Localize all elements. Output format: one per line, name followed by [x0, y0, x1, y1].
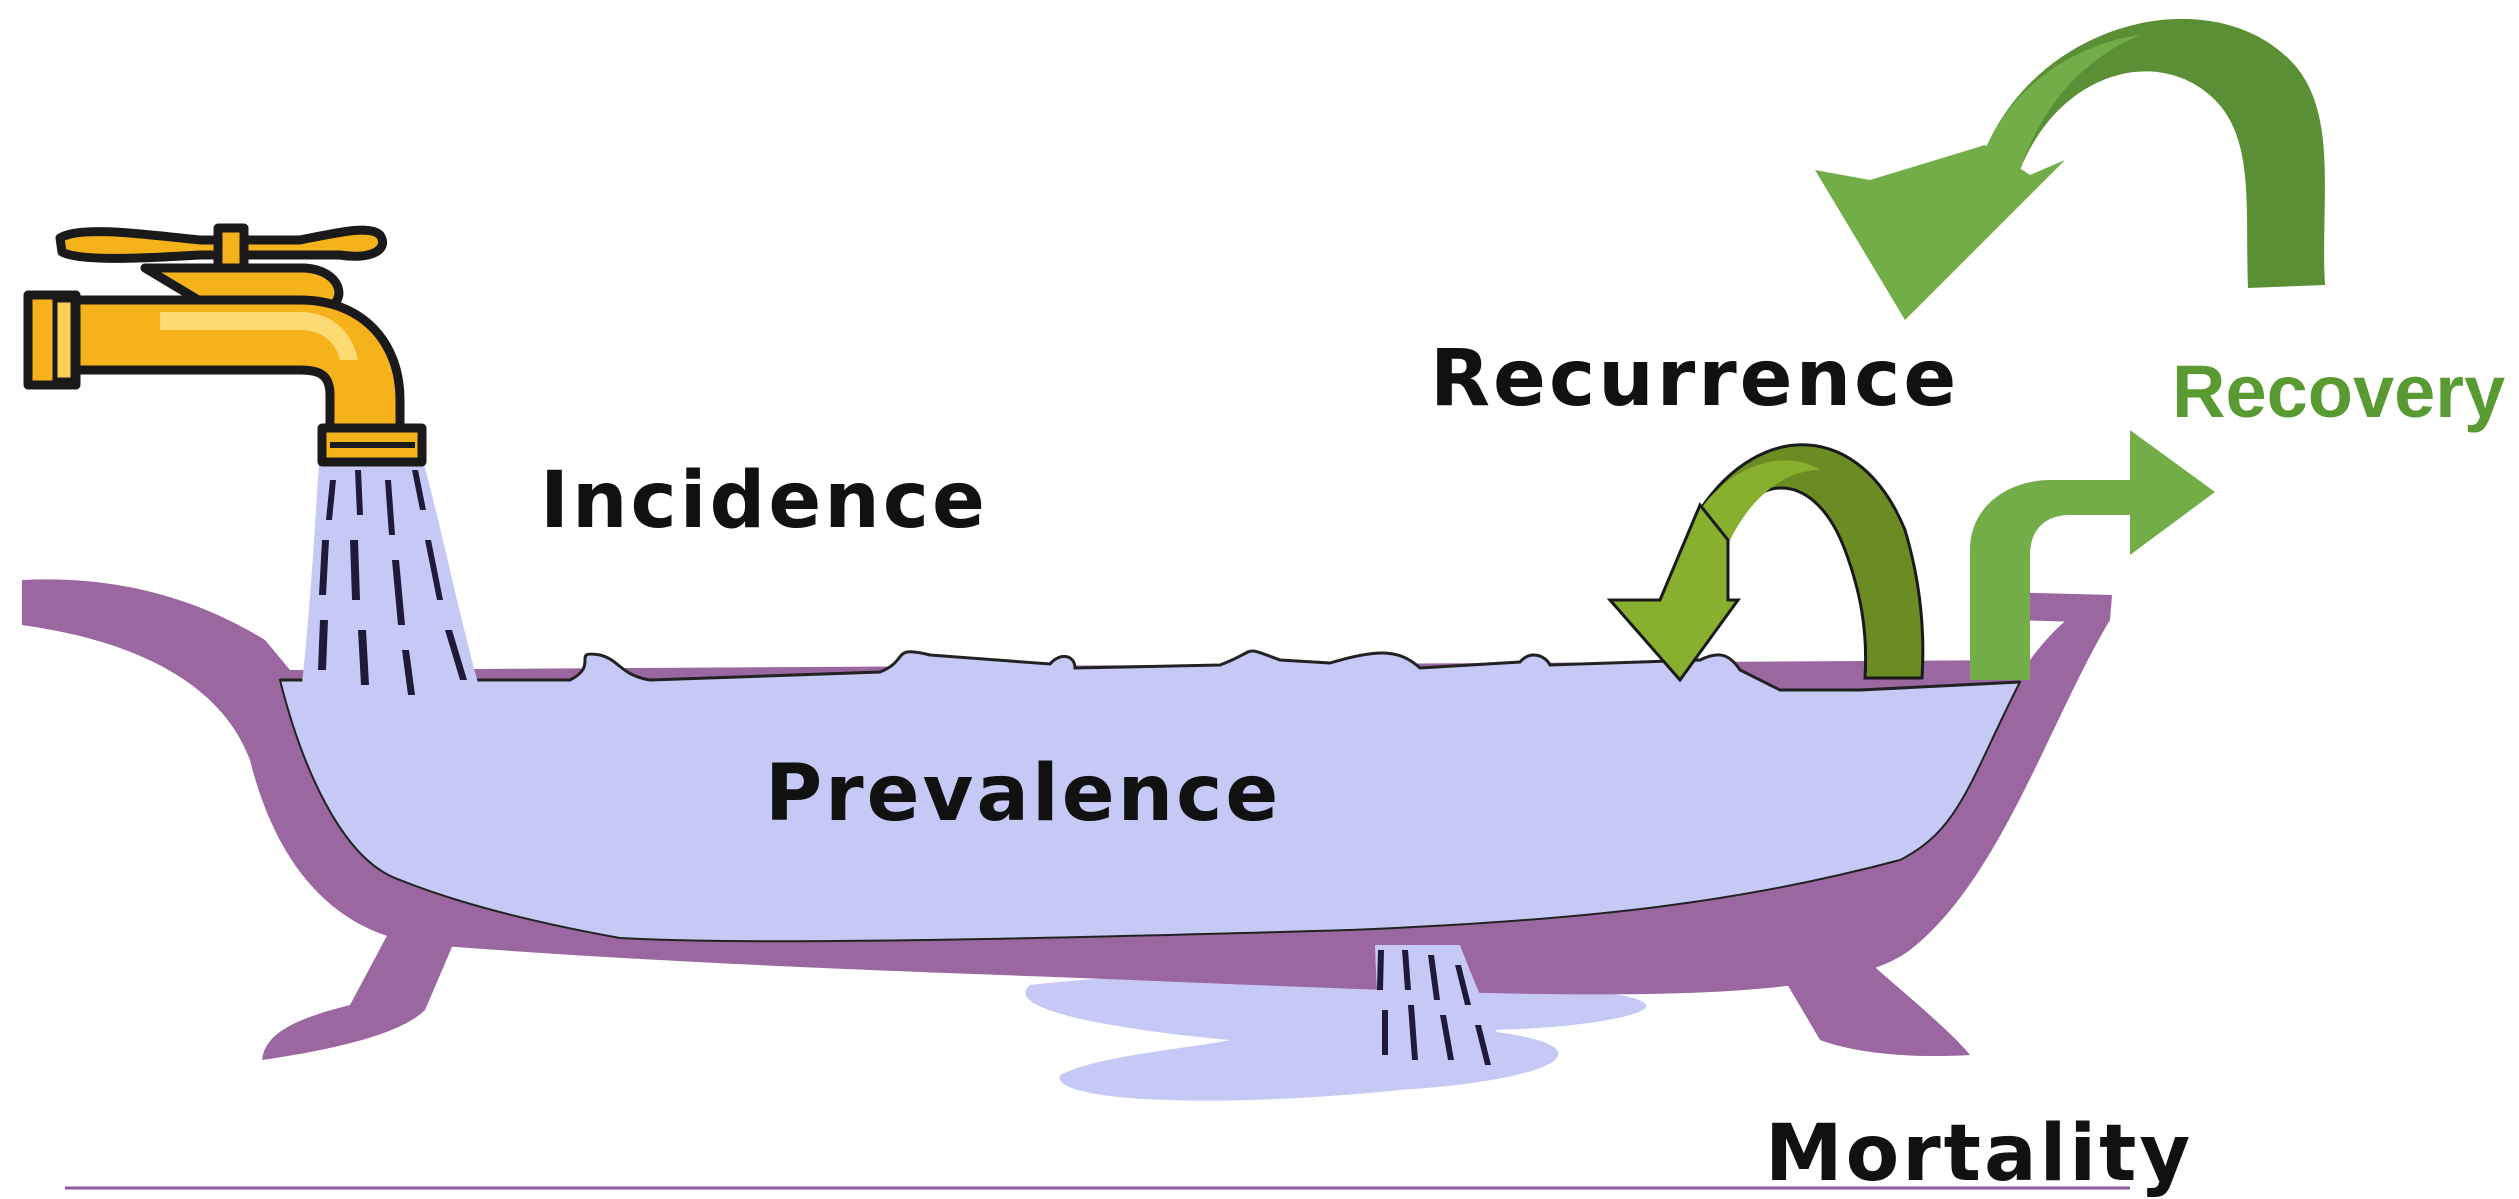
prevalence-label: Prevalence [765, 755, 1281, 833]
mortality-label: Mortality [1765, 1115, 2193, 1193]
faucet-icon [28, 228, 422, 462]
faucet-stream [300, 450, 480, 700]
recurrence-arrow [1610, 445, 1923, 680]
loop-arrow [1815, 19, 2325, 320]
recovery-label: Recovery [2172, 355, 2505, 429]
recurrence-label: Recurrence [1430, 340, 1959, 418]
incidence-label: Incidence [540, 462, 988, 540]
